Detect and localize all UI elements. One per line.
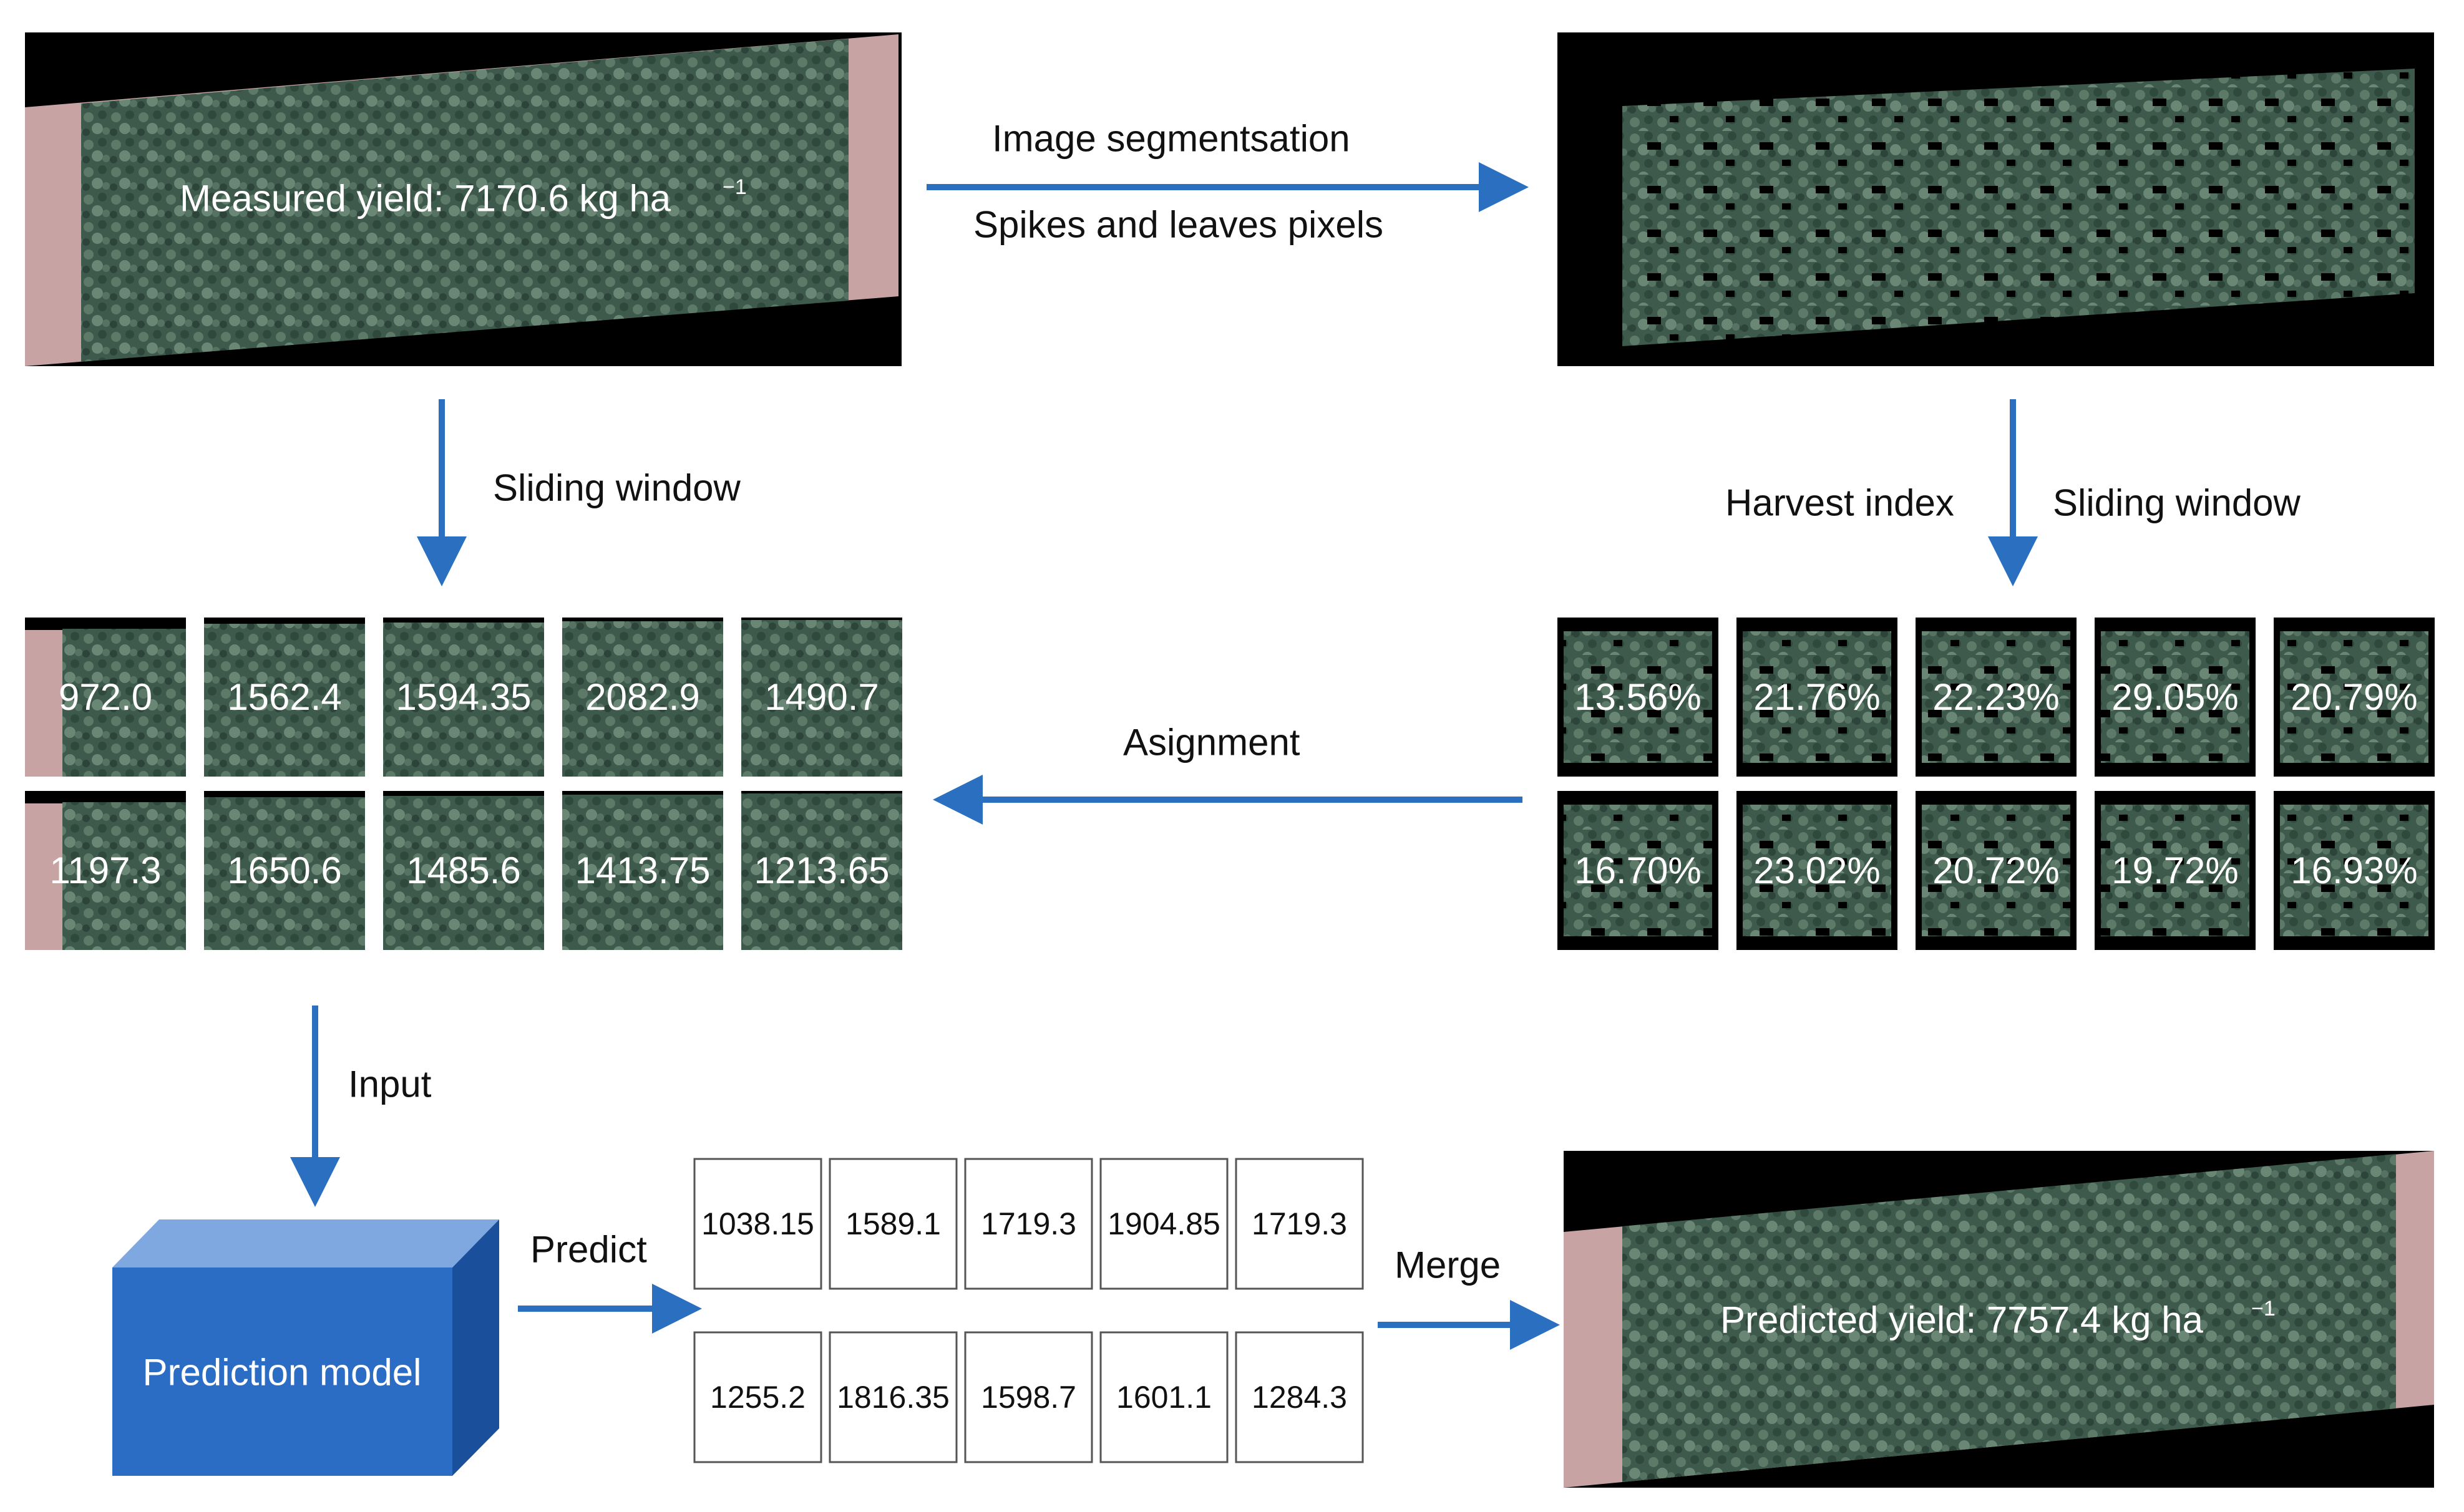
- yield-value: 1413.75: [575, 850, 711, 891]
- harvest-index-tile: 19.72%: [2095, 791, 2256, 950]
- segmentation-label: Image segmentsation: [992, 118, 1350, 160]
- yield-tile: 1562.4: [204, 618, 365, 777]
- predicted-value: 1816.35: [837, 1380, 950, 1415]
- predicted-tile: 1904.85: [1099, 1158, 1229, 1290]
- predicted-tile: 1284.3: [1235, 1331, 1364, 1463]
- harvest-index-tile: 22.23%: [1916, 618, 2077, 777]
- input-label: Input: [348, 1064, 432, 1105]
- prediction-model-label: Prediction model: [143, 1352, 422, 1393]
- predicted-value: 1598.7: [981, 1380, 1076, 1415]
- harvest-index-value: 21.76%: [1753, 676, 1881, 718]
- sliding-window-left-label: Sliding window: [493, 467, 741, 509]
- pixels-label: Spikes and leaves pixels: [973, 204, 1383, 246]
- yield-value: 1485.6: [406, 850, 521, 891]
- harvest-index-tile: 21.76%: [1736, 618, 1897, 777]
- predicted-tile: 1589.1: [829, 1158, 958, 1290]
- assignment-label: Asignment: [1123, 722, 1300, 763]
- predicted-value: 1255.2: [710, 1380, 806, 1415]
- predicted-value: 1719.3: [1252, 1206, 1347, 1241]
- yield-tile: 1197.3: [25, 791, 186, 950]
- predict-arrow: Predict: [518, 1229, 702, 1334]
- yield-value: 1213.65: [754, 850, 890, 891]
- predicted-value: 1589.1: [845, 1206, 941, 1241]
- yield-tile: 1594.35: [383, 618, 544, 777]
- yield-value: 1197.3: [49, 850, 161, 891]
- predicted-tile: 1601.1: [1099, 1331, 1229, 1463]
- harvest-index-value: 16.70%: [1574, 850, 1702, 891]
- assignment-arrow: Asignment: [933, 722, 1522, 825]
- predicted-yield-label: Predicted yield: 7757.4 kg ha: [1720, 1299, 2203, 1341]
- yield-tile: 1213.65: [741, 791, 902, 950]
- yield-value: 2082.9: [585, 676, 700, 718]
- yield-tile: 2082.9: [562, 618, 723, 777]
- harvest-index-tile: 29.05%: [2095, 618, 2256, 777]
- harvest-index-tile: 20.79%: [2274, 618, 2435, 777]
- harvest-index-value: 16.93%: [2291, 850, 2418, 891]
- prediction-model-cube: Prediction model: [112, 1219, 499, 1476]
- harvest-index-tile: 23.02%: [1736, 791, 1897, 950]
- yield-value: 972.0: [59, 676, 152, 718]
- harvest-index-value: 13.56%: [1574, 676, 1702, 718]
- harvest-index-tile: 16.93%: [2274, 791, 2435, 950]
- predicted-value-grid: 1038.15 1589.1 1719.3 1904.85 1719.3 1255.2 18…: [693, 1158, 1364, 1463]
- predicted-plot-image: Predicted yield: 7757.4 kg ha −1: [1564, 1151, 2434, 1488]
- measured-yield-unit-sup: −1: [723, 175, 747, 199]
- harvest-index-value: 29.05%: [2111, 676, 2239, 718]
- predicted-tile: 1719.3: [1235, 1158, 1364, 1290]
- yield-tile: 1413.75: [562, 791, 723, 950]
- harvest-index-value: 19.72%: [2111, 850, 2239, 891]
- predicted-value: 1601.1: [1116, 1380, 1212, 1415]
- harvest-index-value: 22.23%: [1932, 676, 2060, 718]
- predict-label: Predict: [530, 1229, 647, 1271]
- yield-tile-grid: 972.0 1562.4 1594.35 2082.9 1490.7 1197.3 1650…: [25, 618, 902, 950]
- sliding-window-right-label: Sliding window: [2053, 482, 2301, 524]
- sliding-window-arrow-right: Harvest index Sliding window: [1725, 399, 2301, 586]
- yield-value: 1650.6: [227, 850, 342, 891]
- merge-label: Merge: [1395, 1244, 1501, 1286]
- merge-arrow: Merge: [1378, 1244, 1560, 1350]
- harvest-index-tile: 13.56%: [1557, 618, 1718, 777]
- harvest-index-tile: 16.70%: [1557, 791, 1718, 950]
- predicted-value: 1038.15: [701, 1206, 814, 1241]
- predicted-value: 1284.3: [1252, 1380, 1347, 1415]
- yield-value: 1490.7: [764, 676, 879, 718]
- predicted-yield-unit-sup: −1: [2251, 1297, 2276, 1321]
- harvest-index-value: 23.02%: [1753, 850, 1881, 891]
- segmentation-arrow: Image segmentsation Spikes and leaves pi…: [927, 118, 1529, 246]
- harvest-index-tile: 20.72%: [1916, 791, 2077, 950]
- harvest-index-value: 20.72%: [1932, 850, 2060, 891]
- segmented-plot-image: [1557, 32, 2434, 366]
- predicted-tile: 1598.7: [964, 1331, 1093, 1463]
- predicted-value: 1719.3: [981, 1206, 1076, 1241]
- predicted-tile: 1719.3: [964, 1158, 1093, 1290]
- harvest-index-label: Harvest index: [1725, 482, 1954, 524]
- predicted-tile: 1816.35: [829, 1331, 958, 1463]
- yield-tile: 1490.7: [741, 618, 902, 777]
- harvest-index-tile-grid: 13.56% 21.76% 22.23% 29.05% 20.79% 16.70% 23.0…: [1557, 618, 2435, 950]
- harvest-index-value: 20.79%: [2291, 676, 2418, 718]
- predicted-value: 1904.85: [1108, 1206, 1220, 1241]
- measured-yield-label: Measured yield: 7170.6 kg ha: [180, 178, 671, 220]
- yield-value: 1562.4: [227, 676, 342, 718]
- predicted-tile: 1255.2: [693, 1331, 822, 1463]
- yield-tile: 972.0: [25, 618, 186, 777]
- yield-tile: 1485.6: [383, 791, 544, 950]
- input-arrow: Input: [290, 1006, 432, 1207]
- sliding-window-arrow-left: Sliding window: [417, 399, 741, 586]
- yield-value: 1594.35: [396, 676, 532, 718]
- measured-plot-image: Measured yield: 7170.6 kg ha −1: [25, 32, 902, 366]
- predicted-tile: 1038.15: [693, 1158, 822, 1290]
- yield-tile: 1650.6: [204, 791, 365, 950]
